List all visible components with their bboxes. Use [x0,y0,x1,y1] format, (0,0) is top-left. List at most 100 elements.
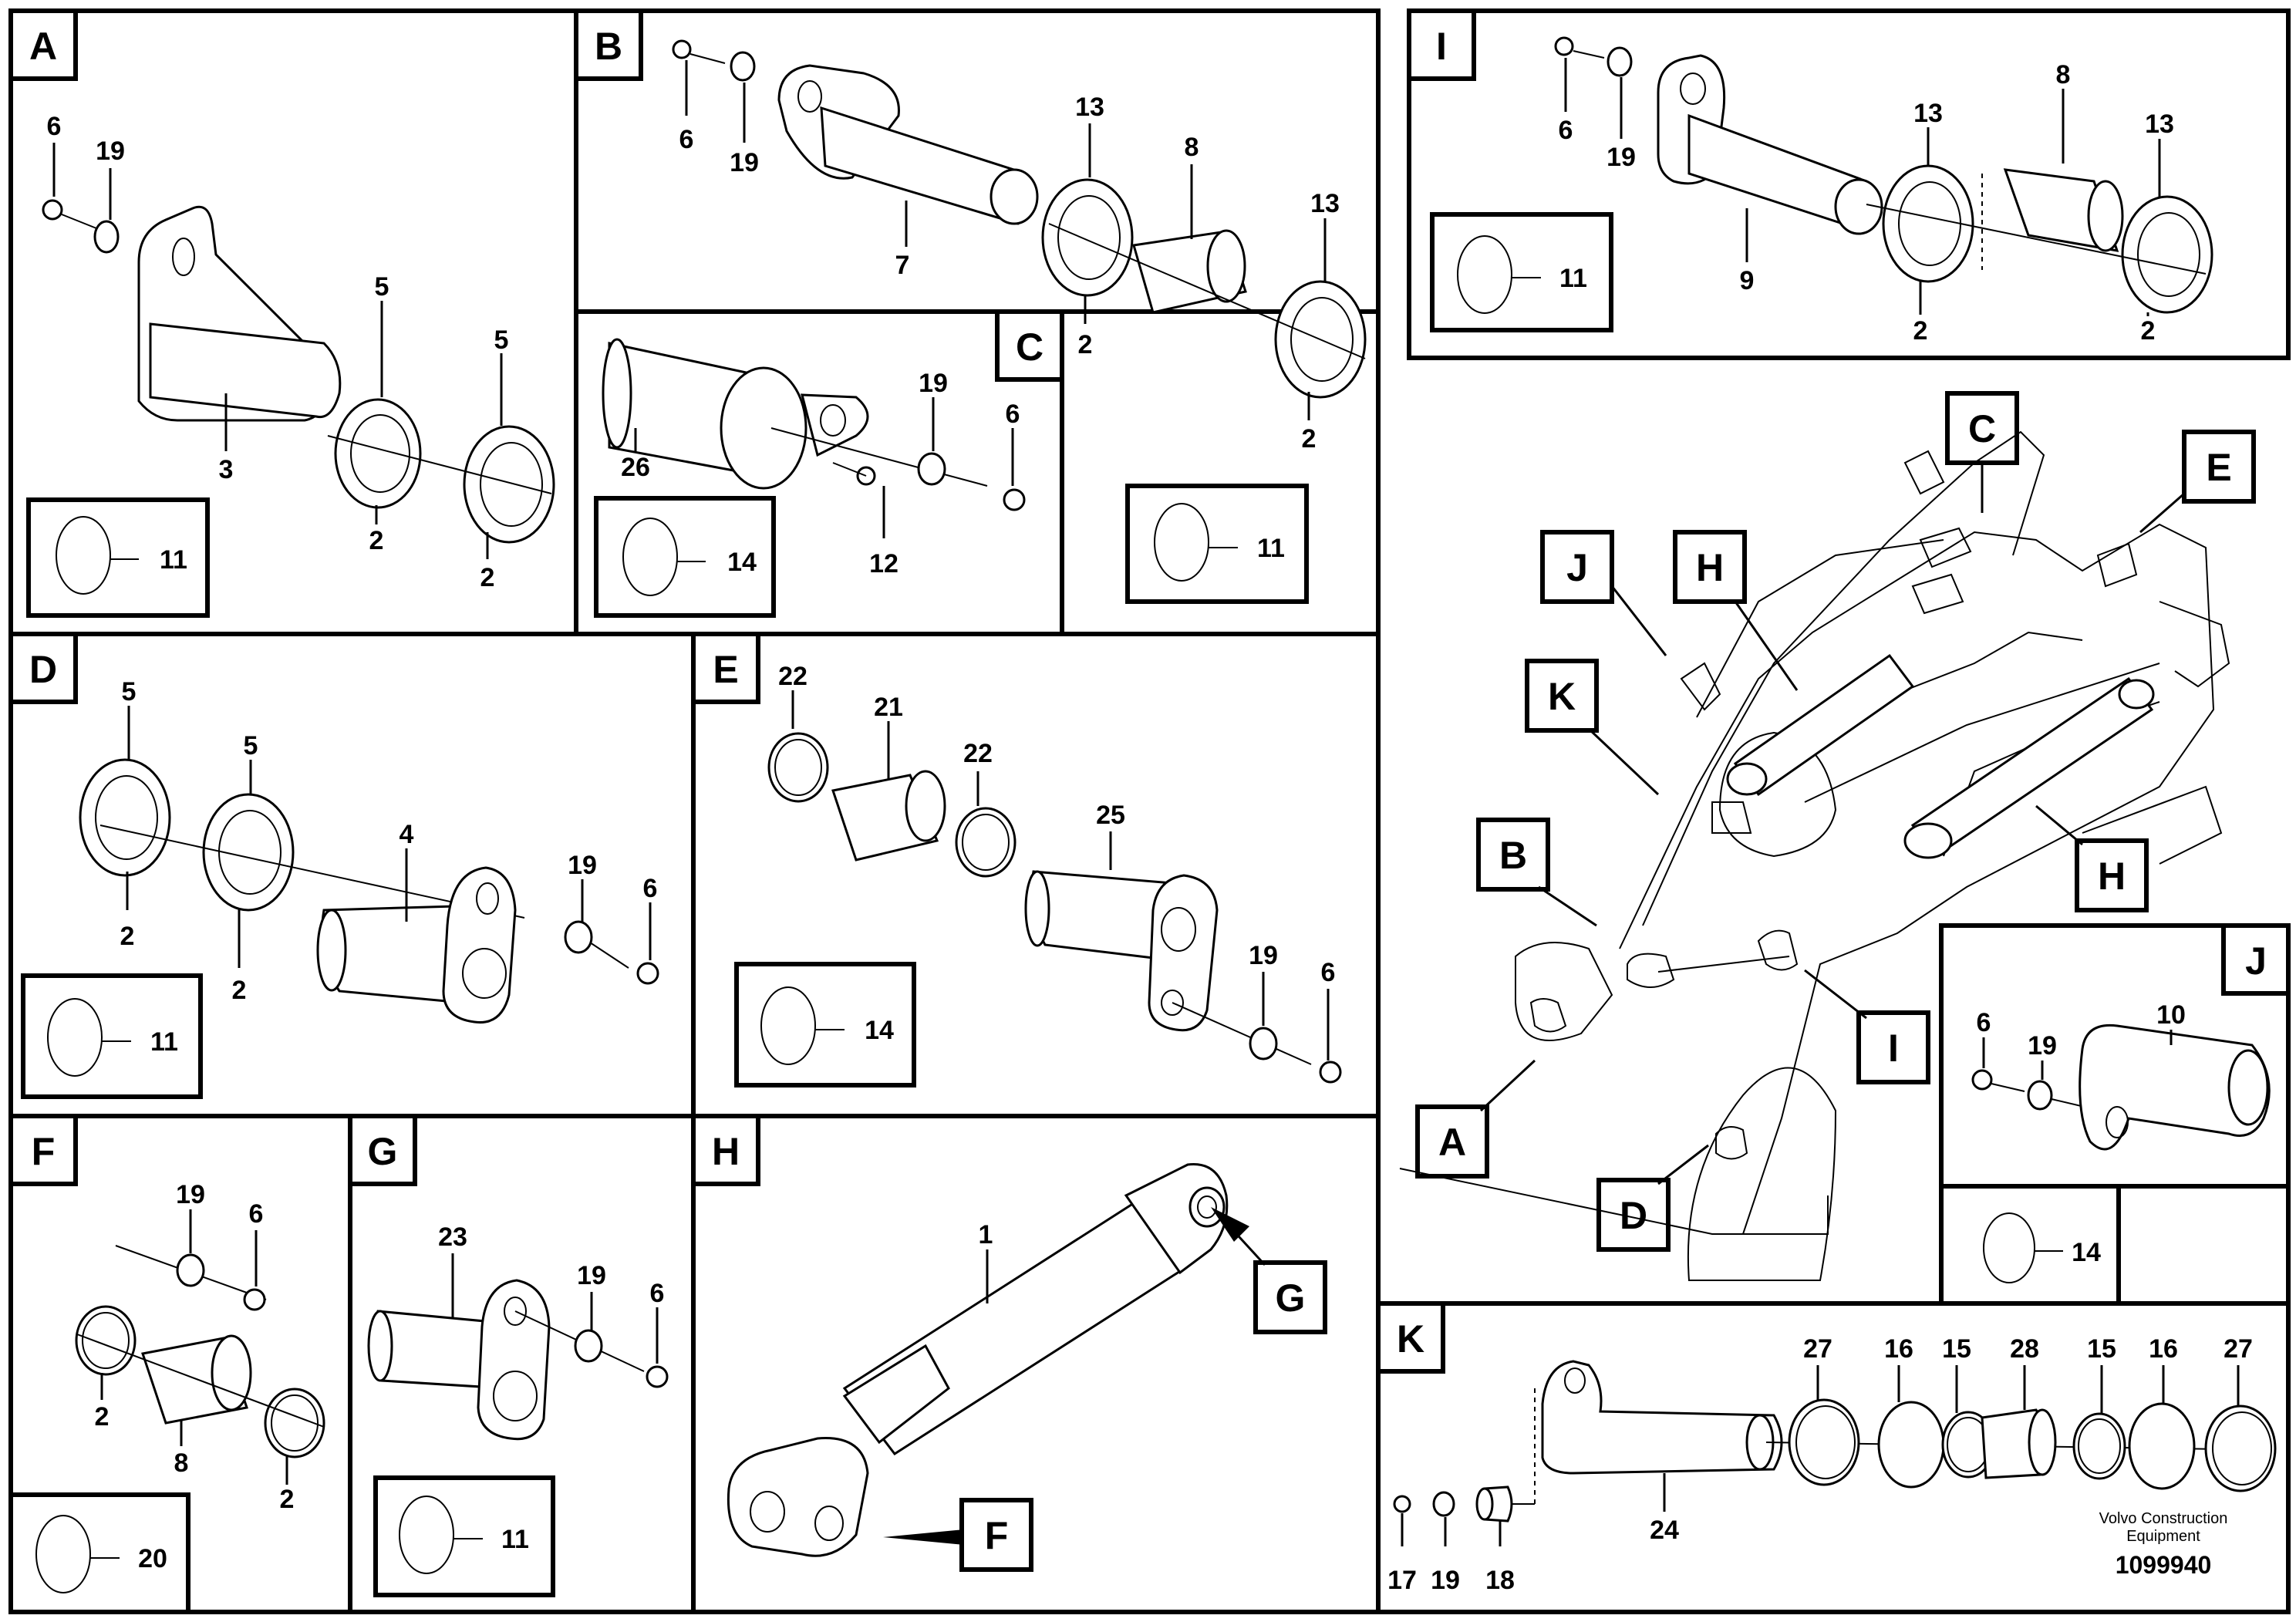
overview-i: I [1888,1027,1899,1070]
callout-i-2b: 2 [2141,316,2156,346]
callout-b-13b: 13 [1310,189,1340,218]
overview-k: K [1548,675,1576,718]
callout-j-6: 6 [1977,1008,1991,1037]
callout-i-19: 19 [1607,143,1636,172]
callout-d-2b: 2 [232,976,247,1005]
callout-b-8: 8 [1185,133,1199,162]
callout-e-6: 6 [1321,958,1336,987]
callout-a-3: 3 [219,455,234,484]
callout-k-27a: 27 [1803,1334,1832,1364]
callout-e-25: 25 [1096,801,1125,830]
callout-i-2a: 2 [1913,316,1928,346]
callout-d-4: 4 [400,820,414,849]
credit-line2: Equipment [2126,1528,2200,1545]
callout-a-6: 6 [47,112,62,141]
panel-j: 6 19 10 14 [1971,1000,2271,1283]
ref-box-j-14: 14 [2072,1238,2101,1267]
callout-a-2a: 2 [369,526,384,555]
panel-j-letter: J [2245,939,2267,983]
callout-d-2a: 2 [120,922,135,951]
callout-k-16a: 16 [1884,1334,1913,1364]
credit-line1: Volvo Construction [2099,1510,2228,1527]
callout-e-19: 19 [1249,941,1278,970]
panel-frames [8,8,2291,1614]
callout-g-23: 23 [438,1222,467,1252]
overview-h2: H [2098,855,2126,898]
overview-j: J [1566,546,1588,589]
callout-f-8: 8 [174,1448,189,1478]
panel-e-letter: E [713,648,738,691]
callout-b-2a: 2 [1078,330,1093,359]
panel-k-letter: K [1397,1317,1424,1361]
callout-b-7: 7 [895,251,910,280]
ref-box-d-11: 11 [150,1027,178,1057]
panel-h: 1 G F [727,1163,1327,1572]
callout-f-2a: 2 [95,1402,110,1431]
callout-d-19: 19 [568,851,597,880]
callout-a-5a: 5 [375,272,389,302]
overview-h1: H [1696,546,1724,589]
callout-k-15a: 15 [1942,1334,1971,1364]
callout-i-9: 9 [1740,266,1755,295]
panel-d: 5 5 4 19 6 2 2 11 [47,677,659,1077]
panel-c-letter: C [1016,325,1043,369]
panel-e: 22 21 22 25 19 6 14 [760,662,1342,1084]
callout-b-19: 19 [730,148,759,177]
ref-box-a-11: 11 [160,545,187,575]
ref-box-c-14: 14 [727,548,757,577]
callout-j-10: 10 [2156,1000,2186,1030]
ref-box-b-11: 11 [1257,534,1285,563]
panel-c: 19 6 26 12 14 [602,338,1026,596]
panel-a: 6 19 5 5 3 2 2 11 [42,112,555,595]
ref-box-g-11: 11 [501,1525,529,1554]
callout-c-6: 6 [1006,400,1020,429]
callout-b-6: 6 [679,125,694,154]
callout-j-19: 19 [2028,1031,2057,1061]
ref-box-f-20: 20 [138,1544,167,1573]
callout-i-13a: 13 [1913,99,1943,128]
panel-h-letter: H [712,1130,740,1173]
callout-f-6: 6 [249,1199,264,1229]
callout-a-5b: 5 [494,325,509,355]
callout-e-21: 21 [874,693,903,722]
panel-i: 6 19 13 8 13 9 2 2 11 [1457,36,2213,346]
panel-a-letter: A [29,25,57,68]
panel-letters: A B C D E F G H I J K [8,8,2291,1374]
callout-c-19: 19 [919,369,948,398]
callout-k-16b: 16 [2149,1334,2178,1364]
callout-k-28: 28 [2010,1334,2039,1364]
doc-number: 1099940 [2116,1551,2212,1579]
callout-h-f-ref: F [985,1514,1009,1557]
callout-k-15b: 15 [2087,1334,2116,1364]
callout-a-2b: 2 [480,563,495,592]
callout-d-5a: 5 [122,677,137,706]
callout-h-1: 1 [979,1220,993,1249]
callout-g-6: 6 [650,1279,665,1308]
overview-callouts: C E J H K B H I A D [1415,391,2256,1252]
panel-f-letter: F [32,1130,56,1173]
callout-i-8: 8 [2056,60,2071,89]
overview-e: E [2206,446,2231,489]
callout-e-22b: 22 [963,739,993,768]
callout-c-26: 26 [621,453,650,482]
callout-d-6: 6 [643,874,658,903]
overview-a: A [1438,1121,1466,1164]
callout-k-27b: 27 [2224,1334,2253,1364]
callout-h-g-ref: G [1276,1276,1306,1320]
credit-block: Volvo Construction Equipment 1099940 [2099,1510,2228,1579]
callout-c-12: 12 [869,549,899,578]
callout-k-18: 18 [1485,1566,1515,1595]
callout-b-13a: 13 [1075,93,1104,122]
callout-a-19: 19 [96,137,125,166]
panel-b: 6 19 13 8 13 7 2 2 11 [672,39,1367,582]
callout-d-5b: 5 [244,731,258,760]
panel-f: 19 6 2 8 2 20 [35,1180,325,1593]
ref-box-i-11: 11 [1559,264,1587,293]
panel-d-letter: D [29,648,57,691]
overview-b: B [1499,834,1527,877]
callout-k-19: 19 [1431,1566,1460,1595]
overview-d: D [1620,1194,1647,1237]
callout-k-24: 24 [1650,1516,1679,1545]
callout-g-19: 19 [577,1261,606,1290]
